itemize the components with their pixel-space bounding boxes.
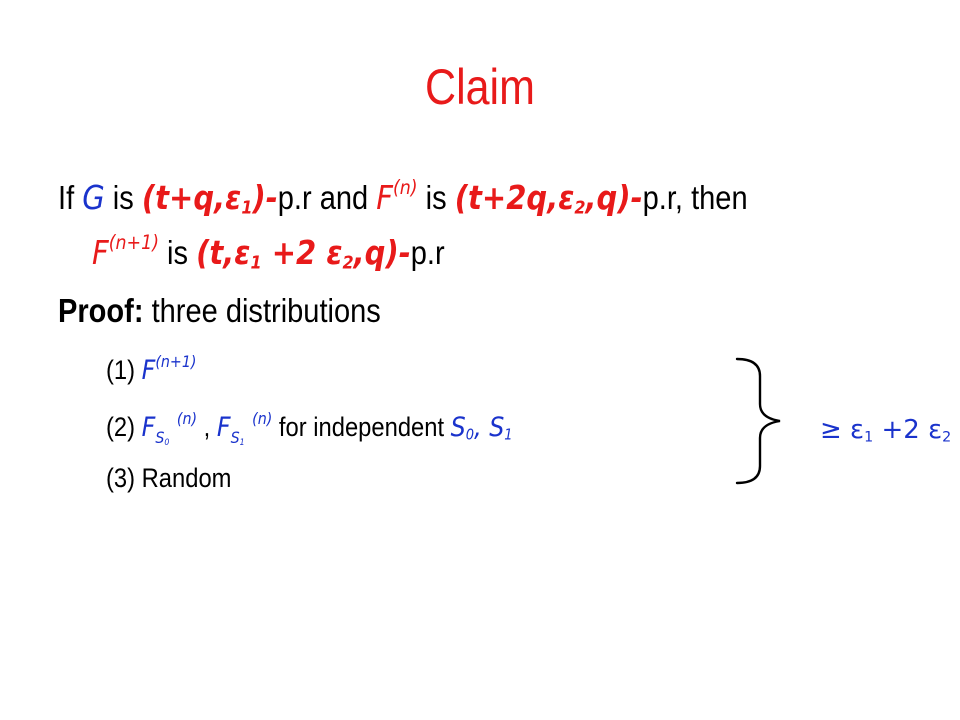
claim-line-2-inner: F(n+1) is (t,ε1 +2 ε2,q)-p.r [92,233,445,272]
claim-line-1-inner: If G is (t+q,ε1)-p.r and F(n) is (t+2q,ε… [58,178,748,217]
claim-result-param: (t,ε1 +2 ε2,q)- [196,233,411,272]
claim-line-2: F(n+1) is (t,ε1 +2 ε2,q)-p.r [92,233,493,272]
list-item: (1) F(n+1) [106,351,209,386]
f-param-open: (t+2q,ε [454,178,575,217]
proof-label: Proof: [58,292,144,329]
item-2-s1: S [230,428,240,448]
slide-title: Claim [425,59,535,115]
item-1-F: F(n+1) [141,351,197,386]
claim-F-sup: (n) [392,176,418,200]
item-2-num: (2) [106,412,136,442]
g-param-open: (t+q,ε [141,178,242,217]
item-2-var-s0-sub: 0 [465,425,475,444]
item-2-var-s0: S [450,412,466,443]
item-2-s0-sub: 0 [164,438,170,449]
claim-pr-1: p.r and [277,179,369,216]
claim-F2: F(n+1) [92,233,159,272]
item-2-F-s0: FS0 (n) [141,408,198,448]
res-close: ,q)- [353,233,411,272]
item-2-inner: (2) FS0 (n) , FS1 (n) for independent S0… [106,408,513,448]
item-2-sup-2: (n) [252,408,273,428]
list-item: (2) FS0 (n) , FS1 (n) for independent S0… [106,408,568,448]
item-2-F-s1: FS1 (n) [216,408,273,448]
claim-pr-2: p.r, then [642,179,748,216]
claim-f-param: (t+2q,ε2,q)- [455,178,643,217]
res-sub-2: 2 [342,252,354,274]
item-2-text: for independent [278,412,445,442]
item-2-var-comma: , [474,412,482,443]
item-2-comma: , [203,412,211,442]
list-item: (3) Random [106,463,249,494]
claim-g-param: (t+q,ε1)- [142,178,278,217]
item-2-sup: (n) [176,408,198,428]
item-2-var-s1: S [489,412,505,443]
item-2-var-s1-sub: 1 [504,425,513,444]
item-2-F2-letter: F [216,412,231,443]
brace-label-sub-1: 1 [864,429,874,446]
proof-line: Proof: three distributions [58,292,425,330]
claim-pr-3: p.r [410,234,445,271]
res-mid: +2 ε [261,233,343,272]
claim-F2-sup: (n+1) [108,231,159,255]
claim-F2-letter: F [92,233,109,272]
item-3-text: Random [141,463,232,493]
g-param-close: )- [252,178,278,217]
claim-line-1: If G is (t+q,ε1)-p.r and F(n) is (t+2q,ε… [58,178,842,217]
claim-is-1: is [112,179,134,216]
item-2-F-letter: F [141,412,156,443]
claim-if: If [58,179,75,216]
item-3-inner: (3) Random [106,463,231,494]
res-open: (t,ε [196,233,251,272]
item-1-num: (1) [106,355,136,385]
brace-label: ≥ ε1 +2 ε2 [820,415,951,445]
item-2-vars: S0, S1 [451,412,513,443]
item-3-num: (3) [106,463,136,493]
item-2-s1-sub: 1 [239,438,245,449]
res-sub-1: 1 [250,252,262,274]
proof-text: three distributions [151,292,381,329]
item-2-s0: S [155,428,165,448]
brace-label-mid: +2 ε [873,415,943,445]
claim-F-letter: F [376,178,393,217]
proof-line-inner: Proof: three distributions [58,292,381,330]
item-1-F-sup: (n+1) [155,351,197,371]
f-param-sub: 2 [574,197,586,219]
item-1-inner: (1) F(n+1) [106,351,197,386]
brace-label-ge: ≥ ε [820,415,865,445]
f-param-close: ,q)- [585,178,643,217]
item-1-F-letter: F [141,355,156,386]
claim-is-2: is [425,179,447,216]
brace-label-sub-2: 2 [942,429,952,446]
claim-G: G [82,178,105,217]
g-param-sub: 1 [241,197,253,219]
claim-is-3: is [167,234,189,271]
claim-F: F(n) [376,178,417,217]
right-brace-icon [735,357,781,485]
